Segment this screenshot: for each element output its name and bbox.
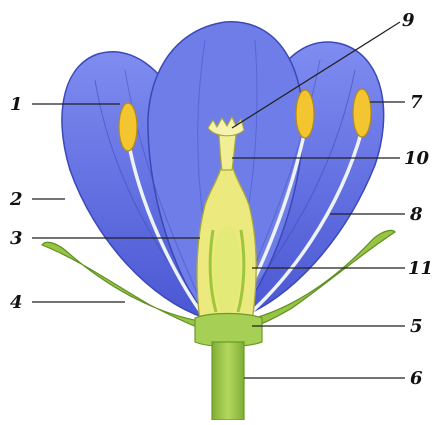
anther-middle [296,90,314,138]
label-11: 11 [408,258,433,279]
label-7: 7 [410,92,423,113]
label-4: 4 [10,292,23,313]
anther-left [119,103,137,151]
label-8: 8 [409,204,423,225]
anther-right [353,89,371,137]
label-9: 9 [402,10,415,31]
label-5: 5 [410,316,423,337]
label-6: 6 [410,368,423,389]
label-2: 2 [9,189,23,210]
receptacle-and-stem [195,314,262,421]
label-10: 10 [404,148,430,169]
label-3: 3 [10,228,23,249]
stem [212,342,244,420]
ovary-cavity [213,225,241,315]
label-1: 1 [10,94,23,115]
